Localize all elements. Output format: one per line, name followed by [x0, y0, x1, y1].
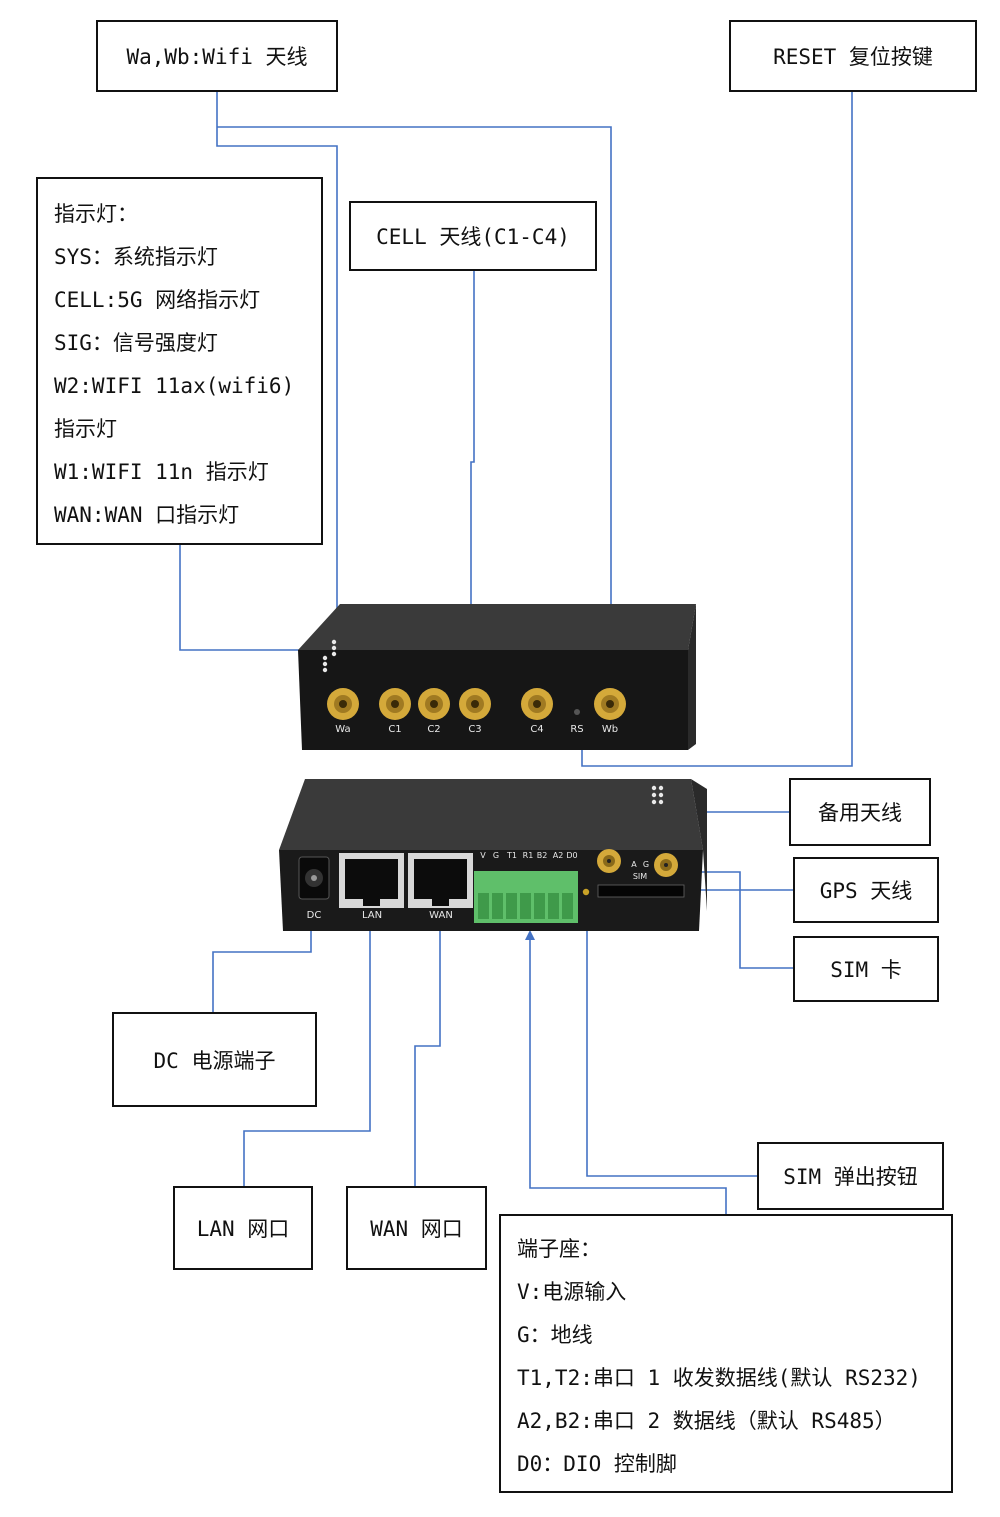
line-indicators — [179, 545, 316, 655]
terminal-pin-label: D0 — [566, 851, 577, 860]
terminal-line: G：地线 — [517, 1323, 593, 1347]
led-indicators — [322, 639, 337, 673]
sim-slot — [597, 884, 685, 898]
line-wifi-wb — [217, 126, 616, 680]
terminal-line: D0：DIO 控制脚 — [517, 1452, 677, 1476]
router-back-view: DC LAN WAN V G T1 R1 B2 A2 D0 A G SIM — [279, 779, 707, 931]
wan-port-label: WAN 网口 — [346, 1186, 487, 1270]
wifi-antenna-label: Wa,Wb:Wifi 天线 — [96, 20, 338, 92]
terminal-line: A2,B2:串口 2 数据线（默认 RS485） — [517, 1409, 896, 1433]
terminal-pin-label: T1 — [506, 851, 517, 860]
line-wan — [414, 916, 445, 1186]
front-connector-label: C3 — [468, 724, 481, 735]
sim-eject-text: SIM 弹出按钮 — [783, 1165, 918, 1189]
line-sim — [686, 885, 793, 969]
terminal-pin-label: B2 — [537, 851, 548, 860]
front-connector-label: C1 — [388, 724, 401, 735]
antenna-mark-a: A — [631, 860, 637, 869]
dc-power-text: DC 电源端子 — [153, 1048, 276, 1073]
router-front-view: Wa C1 C2 C3 C4 RS Wb — [298, 604, 696, 750]
sim-mark: SIM — [633, 872, 647, 881]
indicator-line: SIG：信号强度灯 — [54, 331, 218, 355]
line-sim-eject — [582, 891, 757, 1177]
indicator-line: WAN:WAN 口指示灯 — [54, 503, 240, 527]
front-connector-rs: RS — [570, 709, 584, 735]
cell-antenna-label: CELL 天线(C1-C4) — [349, 201, 597, 271]
line-lan — [243, 916, 375, 1186]
indicator-line: SYS：系统指示灯 — [54, 245, 218, 269]
terminal-line: 端子座： — [517, 1237, 601, 1261]
back-port-label-dc: DC — [307, 910, 322, 921]
front-connector-label: C4 — [530, 724, 543, 735]
terminal-pin-label: R1 — [523, 851, 534, 860]
front-connector-wa: Wa — [327, 688, 359, 735]
backup-antenna-label: 备用天线 — [789, 778, 931, 846]
reset-text: RESET 复位按键 — [773, 45, 933, 69]
dc-power-label: DC 电源端子 — [112, 1012, 317, 1107]
front-connector-label: RS — [570, 724, 583, 735]
indicator-line: W2:WIFI 11ax(wifi6) — [54, 374, 295, 398]
indicator-line: CELL:5G 网络指示灯 — [54, 288, 261, 312]
terminal-pin-label: V — [480, 851, 486, 860]
front-connector-label: Wb — [602, 724, 618, 735]
back-led-indicators — [651, 785, 664, 805]
line-cell — [466, 271, 476, 654]
indicator-line: 指示灯： — [54, 202, 138, 226]
backup-antenna-text: 备用天线 — [818, 801, 902, 825]
wan-port — [408, 853, 473, 908]
back-port-label-lan: LAN — [362, 910, 382, 921]
wan-port-text: WAN 网口 — [370, 1217, 463, 1241]
line-terminal — [525, 930, 727, 1214]
line-dc — [212, 920, 316, 1012]
front-connector-label: C2 — [427, 724, 440, 735]
reset-label: RESET 复位按键 — [729, 20, 977, 92]
back-antenna-connectors — [597, 849, 678, 877]
sim-eject-label: SIM 弹出按钮 — [757, 1142, 944, 1210]
terminal-block — [474, 871, 578, 923]
front-connector-c4: C4 — [521, 688, 553, 735]
indicator-legend-box: 指示灯： SYS：系统指示灯 CELL:5G 网络指示灯 SIG：信号强度灯 W… — [36, 177, 323, 545]
gps-antenna-text: GPS 天线 — [819, 879, 913, 903]
cell-antenna-text: CELL 天线(C1-C4) — [376, 225, 570, 249]
line-wifi-wa — [216, 92, 342, 670]
antenna-mark-g: G — [643, 860, 649, 869]
front-connector-c1: C1 — [379, 688, 411, 735]
front-connector-label: Wa — [335, 724, 350, 735]
lan-port-text: LAN 网口 — [196, 1217, 290, 1241]
terminal-line: V:电源输入 — [517, 1280, 627, 1304]
terminal-pin-label: G — [493, 851, 499, 860]
sim-card-label: SIM 卡 — [793, 936, 939, 1002]
sim-eject-button — [582, 888, 590, 896]
lan-port-label: LAN 网口 — [173, 1186, 313, 1270]
indicator-line: W1:WIFI 11n 指示灯 — [54, 460, 269, 484]
gps-antenna-label: GPS 天线 — [793, 857, 939, 923]
line-gps — [686, 867, 793, 891]
terminal-pin-label: A2 — [553, 851, 564, 860]
terminal-legend-box: 端子座： V:电源输入 G：地线 T1,T2:串口 1 收发数据线(默认 RS2… — [499, 1214, 953, 1493]
back-port-label-wan: WAN — [429, 910, 453, 921]
wifi-antenna-text: Wa,Wb:Wifi 天线 — [126, 45, 308, 69]
sim-card-text: SIM 卡 — [830, 958, 902, 982]
front-connector-c2: C2 — [418, 688, 450, 735]
lan-port — [339, 853, 404, 908]
front-connector-c3: C3 — [459, 688, 491, 735]
indicator-line: 指示灯 — [54, 417, 117, 441]
front-connector-wb: Wb — [594, 688, 626, 735]
dc-jack — [298, 856, 330, 900]
terminal-line: T1,T2:串口 1 收发数据线(默认 RS232) — [517, 1366, 921, 1390]
